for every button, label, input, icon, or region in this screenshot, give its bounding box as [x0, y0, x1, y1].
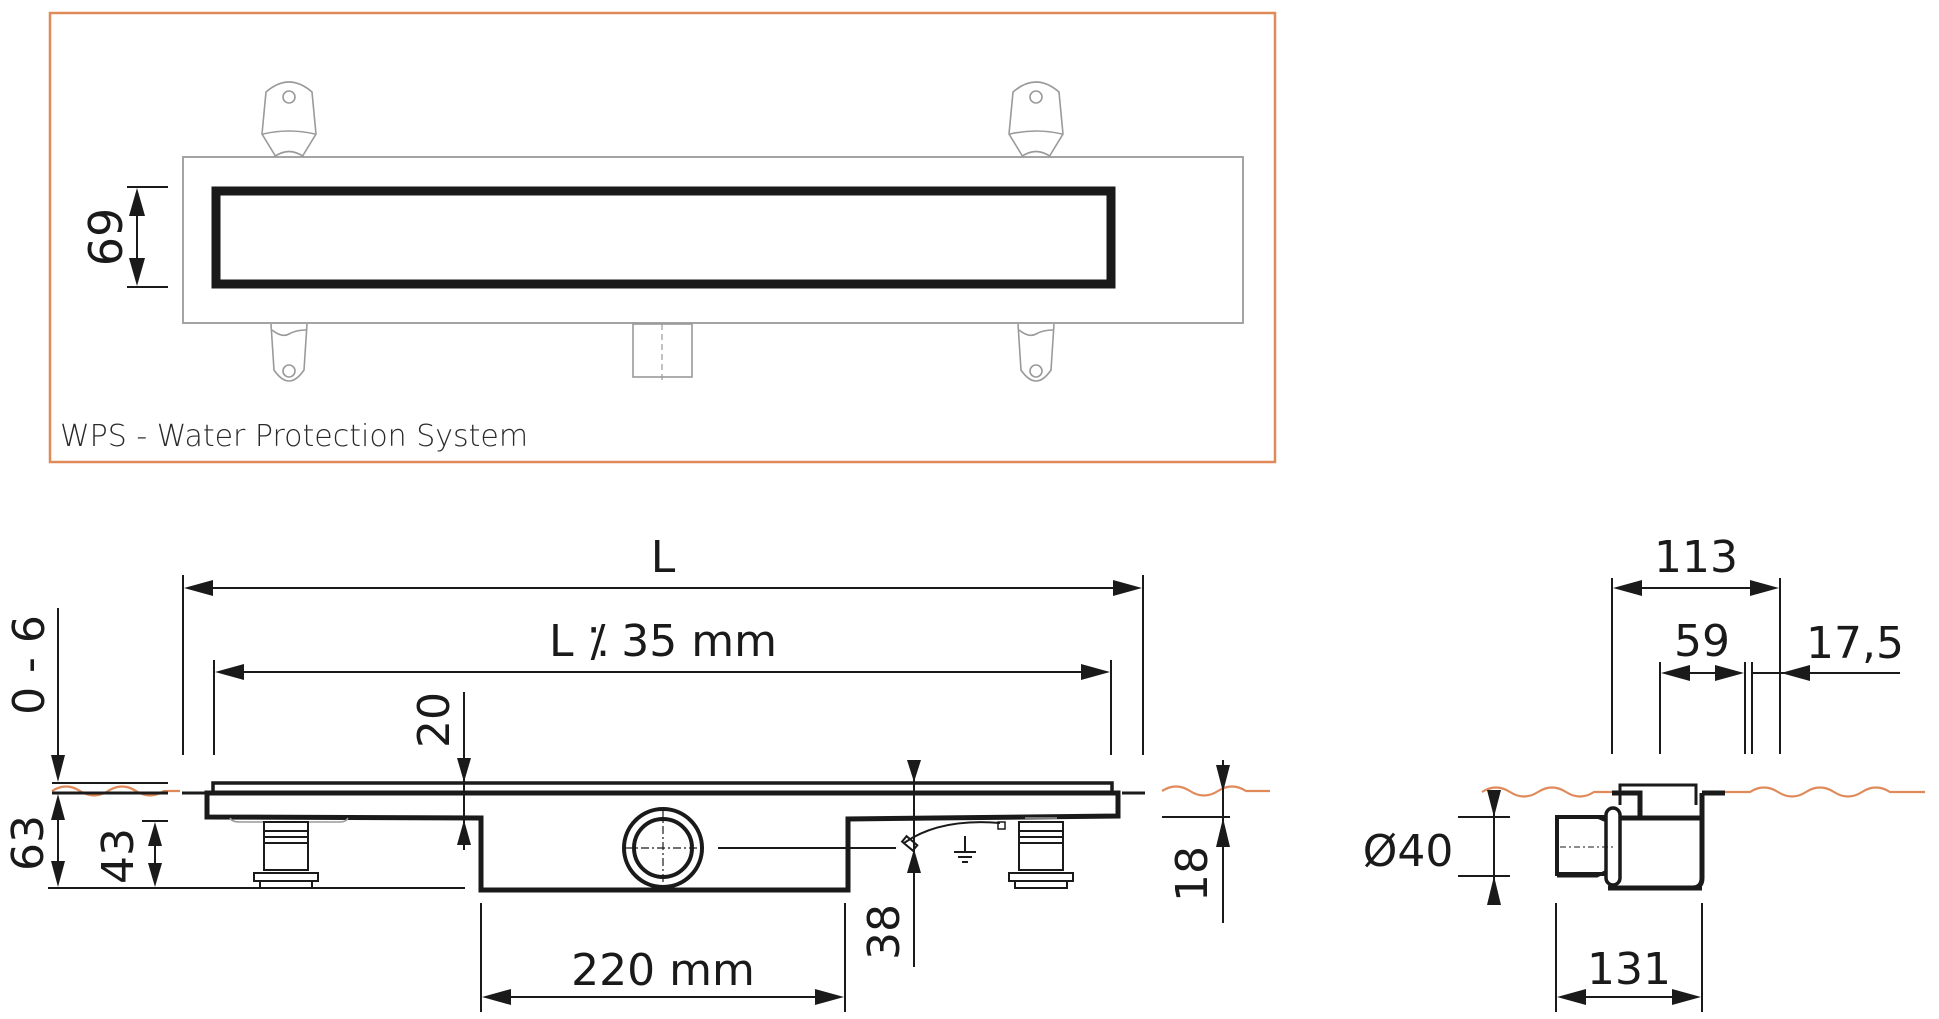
dimension-label-38: 38	[859, 904, 910, 960]
ground-symbol-icon	[900, 821, 1006, 863]
dimension-body-width: 113	[1611, 532, 1781, 754]
dimension-label-L: L	[651, 532, 676, 583]
dimension-label-131: 131	[1587, 944, 1671, 995]
dimension-label-113: 113	[1654, 532, 1738, 583]
adjustable-foot-left	[229, 817, 349, 889]
dimension-label-220mm: 220 mm	[571, 945, 755, 996]
mounting-bracket-bottom-left	[270, 323, 308, 382]
dimension-sump-length: 220 mm	[480, 903, 846, 1012]
grate-cross-section	[1618, 783, 1698, 805]
floor-surface-right	[1161, 785, 1270, 797]
grate-frame	[211, 186, 1116, 289]
mounting-bracket-top-right	[1008, 81, 1064, 158]
floor-surface-cs-left	[1481, 786, 1612, 798]
dimension-flange-width: 17,5	[1752, 618, 1904, 681]
channel-profile	[204, 790, 1121, 893]
dimension-outlet-diameter: Ø40	[1363, 790, 1510, 905]
dimension-total-height: 63	[3, 794, 65, 887]
dimension-label-59: 59	[1674, 616, 1730, 667]
channel-body-outline	[182, 156, 1244, 324]
dimension-frame-height: 20	[409, 692, 471, 850]
dimension-overall-length: L	[182, 532, 1144, 755]
adjustable-foot-right	[1008, 817, 1074, 889]
side-view: L L ⁒ 35 mm 0 - 6 63	[3, 532, 1270, 1012]
panel-frame	[48, 11, 1277, 464]
dimension-floor-adjust: 0 - 6	[4, 608, 65, 782]
dimension-label-0-6: 0 - 6	[4, 615, 55, 715]
dimension-grate-width: 69	[79, 186, 168, 288]
panel-caption: WPS - Water Protection System	[60, 419, 528, 454]
mounting-bracket-top-left	[261, 81, 317, 158]
dimension-label-18: 18	[1167, 846, 1218, 902]
channel-cross-section	[1608, 790, 1725, 891]
dimension-label-43: 43	[93, 828, 144, 884]
dimension-label-diameter-40: Ø40	[1363, 826, 1454, 877]
dimension-foot-height: 43	[93, 820, 168, 887]
floor-surface-cs-right	[1725, 786, 1925, 798]
dimension-label-69: 69	[79, 208, 133, 267]
dimension-grate-length: L ⁒ 35 mm	[213, 616, 1112, 755]
dimension-grate-cross-width: 59	[1659, 616, 1753, 754]
dimension-label-17-5: 17,5	[1806, 618, 1904, 669]
dimension-label-L-minus-35: L ⁒ 35 mm	[549, 616, 777, 667]
dimension-label-63: 63	[3, 815, 54, 871]
dimension-label-20: 20	[409, 692, 460, 748]
cross-section-view: Ø40 131 113 59	[1363, 532, 1925, 1012]
dimension-outlet-depth: 38	[859, 760, 921, 967]
floor-surface-left	[51, 785, 180, 797]
dimension-right-offset: 18	[1162, 760, 1230, 923]
outlet-pipe-side	[1555, 806, 1702, 891]
mounting-bracket-bottom-right	[1017, 323, 1055, 382]
dimension-outlet-length: 131	[1555, 903, 1703, 1012]
top-view-panel: 69 WPS - Water Protection System	[48, 11, 1277, 464]
outlet-stub	[632, 323, 693, 380]
outlet-pipe-end	[622, 807, 896, 889]
